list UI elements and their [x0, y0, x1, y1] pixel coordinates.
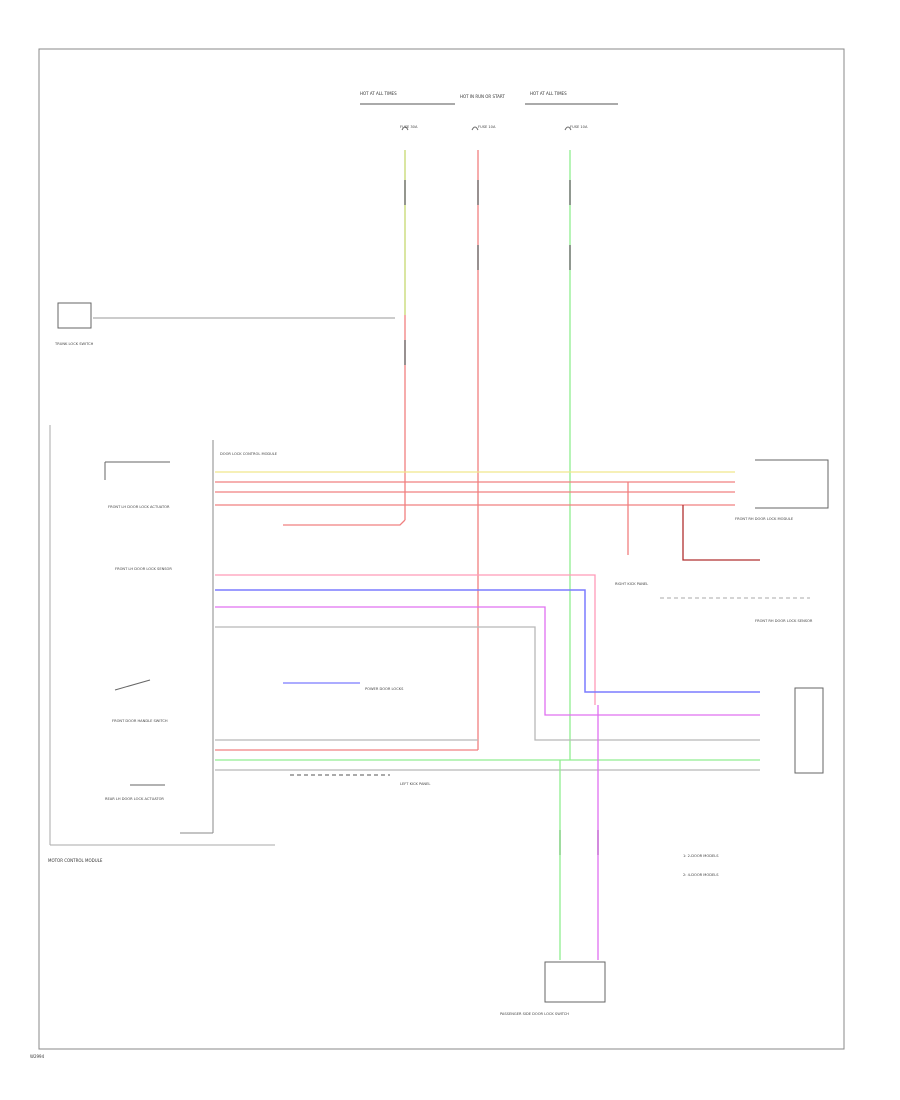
bottom-switch-box [544, 961, 606, 1003]
power-source-1: HOT AT ALL TIMES FUSE 30A [360, 91, 455, 129]
wire-violet [215, 606, 760, 716]
svg-text:FRONT RH DOOR LOCK MODULE: FRONT RH DOOR LOCK MODULE [735, 517, 794, 521]
front-lh-lock-actuator: FRONT LH DOOR LOCK ACTUATOR [104, 461, 170, 509]
wire-darkred [682, 505, 760, 561]
svg-text:RIGHT KICK PANEL: RIGHT KICK PANEL [615, 582, 648, 586]
legend-item-1: 1: 2-DOOR MODELS [683, 854, 719, 858]
svg-text:MOTOR CONTROL MODULE: MOTOR CONTROL MODULE [48, 858, 103, 863]
svg-text:LEFT KICK PANEL: LEFT KICK PANEL [400, 782, 430, 786]
power-source-3: HOT AT ALL TIMES FUSE 10A [525, 91, 618, 129]
rh-connector-box [794, 687, 824, 774]
svg-text:FUSE 10A: FUSE 10A [570, 125, 588, 129]
front-door-handle-switch: FRONT DOOR HANDLE SWITCH [112, 679, 168, 723]
svg-text:FRONT LH DOOR LOCK SENSOR: FRONT LH DOOR LOCK SENSOR [115, 567, 172, 571]
svg-text:HOT AT ALL TIMES: HOT AT ALL TIMES [360, 91, 397, 96]
fuse-icon [401, 126, 572, 131]
svg-text:FRONT DOOR HANDLE SWITCH: FRONT DOOR HANDLE SWITCH [112, 719, 168, 723]
front-lh-lock-sensor: FRONT LH DOOR LOCK SENSOR [115, 567, 172, 571]
left-module-label: DOOR LOCK CONTROL MODULE [220, 452, 278, 456]
connector-marks [404, 180, 599, 855]
trunk-switch-box [57, 302, 92, 329]
svg-text:FUSE 30A: FUSE 30A [400, 125, 418, 129]
svg-text:FRONT RH DOOR LOCK SENSOR: FRONT RH DOOR LOCK SENSOR [755, 619, 813, 623]
wire-pink [215, 574, 596, 705]
svg-text:FRONT LH DOOR LOCK ACTUATOR: FRONT LH DOOR LOCK ACTUATOR [108, 505, 170, 509]
legend-item-2: 2: 4-DOOR MODELS [683, 873, 719, 877]
wire-grey-mid [215, 626, 760, 741]
wire-blue [215, 589, 760, 693]
svg-text:TRUNK LOCK SWITCH: TRUNK LOCK SWITCH [54, 342, 94, 346]
rh-module-box [755, 459, 829, 509]
svg-text:HOT AT ALL TIMES: HOT AT ALL TIMES [530, 91, 567, 96]
rear-lh-lock-actuator: REAR LH DOOR LOCK ACTUATOR [105, 784, 165, 801]
power-source-2: HOT IN RUN OR START FUSE 10A [460, 94, 505, 129]
wire-red-return [283, 519, 406, 526]
svg-text:HOT IN RUN OR START: HOT IN RUN OR START [460, 94, 505, 99]
diagram-code: W2994 [30, 1054, 45, 1059]
svg-text:FUSE 10A: FUSE 10A [478, 125, 496, 129]
svg-text:REAR LH DOOR LOCK ACTUATOR: REAR LH DOOR LOCK ACTUATOR [105, 797, 164, 801]
svg-text:PASSENGER SIDE DOOR LOCK SWITC: PASSENGER SIDE DOOR LOCK SWITCH [500, 1012, 569, 1016]
svg-text:POWER DOOR LOCKS: POWER DOOR LOCKS [365, 687, 404, 691]
diagram-border [38, 48, 845, 1050]
